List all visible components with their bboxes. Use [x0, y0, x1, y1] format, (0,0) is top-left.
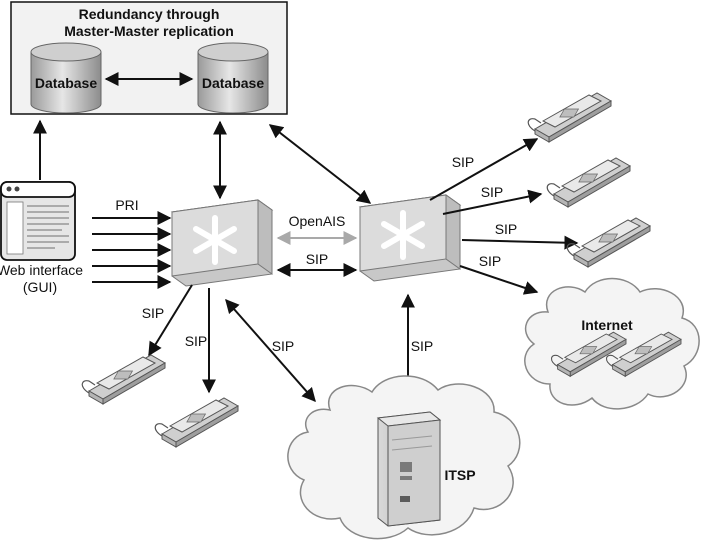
phone-left-2-icon: [154, 397, 239, 448]
sip-right-itsp-label: SIP: [411, 338, 434, 354]
sip-right-internet-label: SIP: [479, 253, 502, 269]
sip-left-itsp-arrow: [225, 298, 316, 403]
phone-right-3-icon: [566, 217, 651, 268]
itsp-server-rack-icon: [376, 411, 442, 527]
asterisk-server-left-icon: [172, 200, 272, 286]
database-left-label: Database: [35, 75, 97, 91]
phone-left-1-icon: [81, 354, 166, 405]
sip-server-link-label: SIP: [306, 251, 329, 267]
phone-top-right-1-icon: [527, 92, 612, 143]
redundancy-title-line2: Master-Master replication: [64, 23, 234, 39]
sip-left-phone2-label: SIP: [185, 333, 208, 349]
sip-right-phone3-label: SIP: [495, 221, 518, 237]
sip-right-phone3-arrow: [461, 235, 579, 250]
sip-right-phone1-label: SIP: [452, 154, 475, 170]
web-interface-icon: [0, 181, 76, 261]
database-left-icon: [30, 42, 102, 114]
phone-top-right-2-icon: [546, 157, 631, 208]
redundancy-title-line1: Redundancy through: [79, 6, 220, 22]
internet-label: Internet: [581, 317, 633, 333]
database-right-icon: [197, 42, 269, 114]
web-interface-label-line2: (GUI): [23, 279, 57, 295]
openais-label: OpenAIS: [289, 213, 346, 229]
sip-right-phone2-arrow: [442, 189, 543, 215]
pri-label: PRI: [115, 197, 138, 213]
sip-right-internet-arrow: [459, 265, 539, 295]
web-interface-label-line1: Web interface: [0, 262, 83, 278]
sip-right-phone2-label: SIP: [481, 184, 504, 200]
database-right-label: Database: [202, 75, 264, 91]
sip-left-phone1-label: SIP: [142, 305, 165, 321]
itsp-label: ITSP: [444, 467, 475, 483]
sip-left-itsp-label: SIP: [272, 338, 295, 354]
database-to-server-right-arrow: [268, 124, 372, 204]
sip-left-phone1-arrow: [148, 284, 193, 357]
pri-arrows: [92, 211, 172, 289]
sip-right-phone1-arrow: [429, 138, 539, 201]
asterisk-server-right-icon: [360, 195, 460, 281]
